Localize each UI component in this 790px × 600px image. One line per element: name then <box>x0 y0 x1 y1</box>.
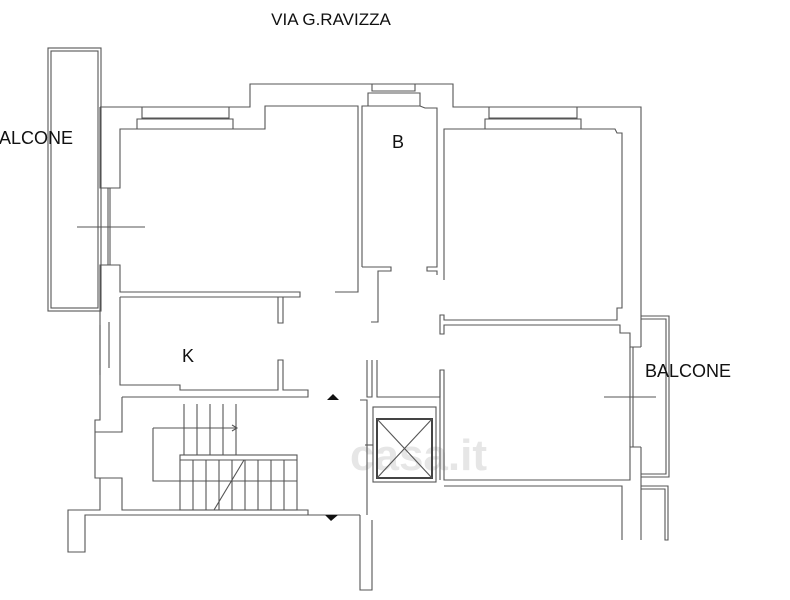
arrow-up-icon <box>327 394 339 400</box>
kitchen <box>119 297 309 398</box>
staircase <box>95 397 309 515</box>
right-balcony <box>439 315 670 541</box>
corridor <box>360 360 441 515</box>
balcony-left-label: BALCONE <box>0 128 73 148</box>
outer-walls <box>67 83 642 591</box>
left-balcony <box>47 47 102 312</box>
living-room <box>110 105 359 324</box>
arrow-down-icon <box>325 515 338 521</box>
windows <box>77 84 582 375</box>
kitchen-label: K <box>182 346 194 366</box>
elevator <box>365 406 437 483</box>
watermark: casa.it <box>350 431 487 480</box>
bedroom <box>439 128 641 348</box>
bathroom <box>361 105 438 323</box>
bathroom-label: B <box>392 132 404 152</box>
street-label: VIA G.RAVIZZA <box>271 10 391 29</box>
balcony-right-label: BALCONE <box>645 361 731 381</box>
